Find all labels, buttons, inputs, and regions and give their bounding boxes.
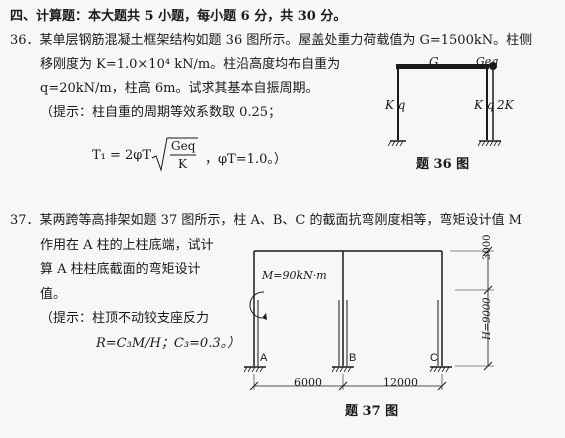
q37-line3: 算 A 柱柱底截面的弯矩设计 [40,262,201,277]
fig37-dim-H: H=9000 [482,297,493,340]
q37-line5: （提示：柱顶不动铰支座反力 [40,311,210,326]
q37-line6: R=C₃M/H；C₃=0.3。） [96,336,241,351]
fig36-caption: 题 36 图 [416,157,470,172]
fig37-col-A: A [260,352,268,364]
fig36-label-2K: 2K [497,98,514,112]
fig37-dim-top: 3000 [482,234,493,260]
q37-line2: 作用在 A 柱的上柱底端，试计 [40,238,214,253]
q37-line1: 37．某两跨等高排架如题 37 图所示，柱 A、B、C 的截面抗弯刚度相等，弯矩… [10,213,522,228]
q36-formula-denominator: K [178,157,187,171]
fig36-label-G: G [429,55,439,69]
figure-37 [243,246,494,391]
q37-line4: 值。 [40,287,67,302]
fig37-span1: 6000 [294,376,322,389]
q36-line4: （提示：柱自重的周期等效系数取 0.25； [40,105,282,120]
q36-formula-tail: ，φT=1.0。） [205,152,287,167]
fig37-moment-label: M=90kN·m [262,269,327,282]
fig37-col-C: C [430,352,438,364]
q36-line1: 36．某单层钢筋混凝土框架结构如题 36 图所示。屋盖处重力荷载值为 G=150… [10,33,533,48]
sqrt-sign [151,137,198,172]
q36-line2: 移刚度为 K=1.0×10⁴ kN/m。柱沿高度均布自重为 [40,57,341,72]
fig37-span2: 12000 [383,376,418,389]
fig36-label-Kq-mid: K q [474,98,495,112]
fig37-col-B: B [349,352,357,364]
fig36-label-Geq: Geq [476,55,499,68]
figure-36 [387,62,502,147]
q36-formula-numerator: Geq [171,139,196,153]
section-heading: 四、计算题：本大题共 5 小题，每小题 6 分，共 30 分。 [10,9,347,24]
fig36-label-Kq-left: K q [385,98,406,112]
fig37-caption: 题 37 图 [345,404,399,419]
q36-line3: q=20kN/m，柱高 6m。试求其基本自振周期。 [40,81,319,96]
q36-formula-lhs: T₁ = 2φT [92,148,152,163]
